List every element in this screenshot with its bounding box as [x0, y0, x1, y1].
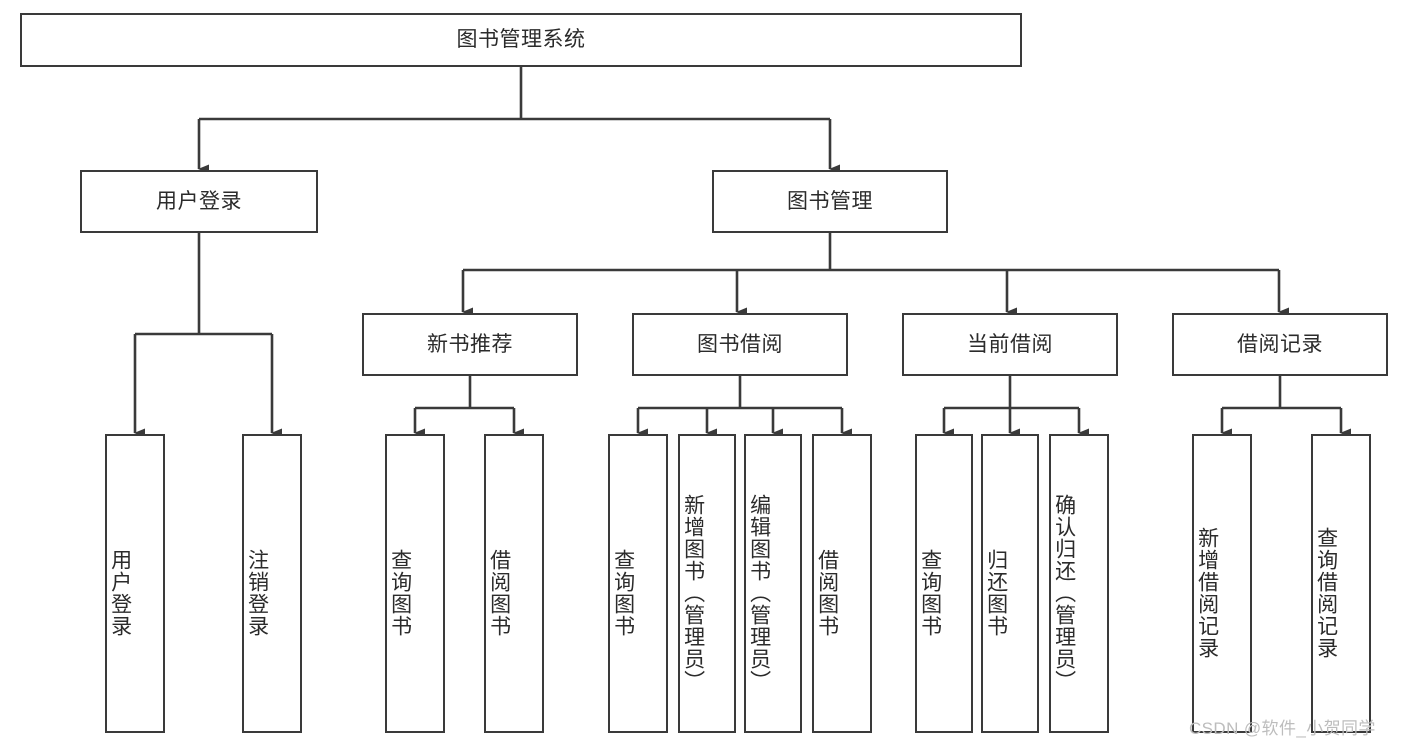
node-root-system[interactable]: 图书管理系统 — [20, 13, 1022, 67]
node-leaf-7[interactable]: 编辑图书（管理员） — [744, 434, 802, 733]
node-label: 新增借阅记录 — [1195, 526, 1219, 659]
node-label: 图书管理 — [787, 189, 873, 213]
node-label: 用户登录 — [156, 189, 242, 213]
node-label: 图书借阅 — [697, 332, 783, 356]
node-leaf-11[interactable]: 确认归还（管理员） — [1049, 434, 1109, 733]
node-label: 用户登录 — [108, 548, 132, 637]
node-level3-2[interactable]: 图书借阅 — [632, 313, 848, 376]
node-label: 确认归还（管理员） — [1052, 493, 1076, 692]
node-leaf-5[interactable]: 查询图书 — [608, 434, 668, 733]
node-label: 归还图书 — [984, 548, 1008, 637]
node-label: 借阅记录 — [1237, 332, 1323, 356]
node-label: 图书管理系统 — [456, 28, 586, 52]
node-label: 新增图书（管理员） — [681, 493, 705, 692]
node-leaf-3[interactable]: 查询图书 — [385, 434, 445, 733]
node-leaf-2[interactable]: 注销登录 — [242, 434, 302, 733]
node-leaf-4[interactable]: 借阅图书 — [484, 434, 544, 733]
node-label: 注销登录 — [245, 548, 269, 637]
node-leaf-10[interactable]: 归还图书 — [981, 434, 1039, 733]
node-label: 查询图书 — [611, 548, 635, 637]
node-level2-1[interactable]: 用户登录 — [80, 170, 318, 233]
node-leaf-6[interactable]: 新增图书（管理员） — [678, 434, 736, 733]
node-label: 借阅图书 — [487, 548, 511, 637]
node-label: 查询图书 — [388, 548, 412, 637]
node-leaf-9[interactable]: 查询图书 — [915, 434, 973, 733]
node-leaf-8[interactable]: 借阅图书 — [812, 434, 872, 733]
node-label: 当前借阅 — [967, 332, 1053, 356]
node-leaf-12[interactable]: 新增借阅记录 — [1192, 434, 1252, 733]
node-label: 新书推荐 — [427, 332, 513, 356]
node-label: 编辑图书（管理员） — [747, 493, 771, 692]
node-leaf-1[interactable]: 用户登录 — [105, 434, 165, 733]
node-level3-1[interactable]: 新书推荐 — [362, 313, 578, 376]
node-label: 查询图书 — [918, 548, 942, 637]
node-level2-2[interactable]: 图书管理 — [712, 170, 948, 233]
node-level3-4[interactable]: 借阅记录 — [1172, 313, 1388, 376]
node-label: 查询借阅记录 — [1314, 526, 1338, 659]
node-label: 借阅图书 — [815, 548, 839, 637]
node-leaf-13[interactable]: 查询借阅记录 — [1311, 434, 1371, 733]
node-level3-3[interactable]: 当前借阅 — [902, 313, 1118, 376]
